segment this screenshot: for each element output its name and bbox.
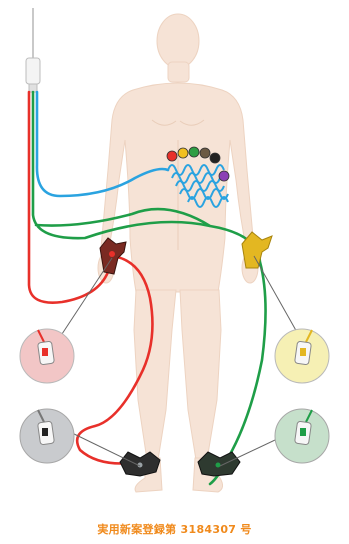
right-wrist-clip (100, 238, 126, 274)
cable-connector-icon (26, 58, 40, 84)
inset-yellow-clip (275, 329, 329, 383)
left-ankle-clip (198, 452, 240, 476)
chest-electrode-icon (178, 148, 188, 158)
cable-connector (26, 8, 40, 92)
chest-electrode-icon (167, 151, 177, 161)
inset-black-clip (20, 409, 74, 463)
chest-electrode-icon (200, 148, 210, 158)
right-ankle-clip (120, 452, 160, 476)
chest-electrode-icon (189, 147, 199, 157)
chest-electrode-icon (210, 153, 220, 163)
patent-caption: 実用新案登録第 3184307 号 (0, 521, 349, 537)
inset-green-clip (275, 409, 329, 463)
inset-red-clip (20, 329, 74, 383)
chest-electrode-icon (219, 171, 229, 181)
